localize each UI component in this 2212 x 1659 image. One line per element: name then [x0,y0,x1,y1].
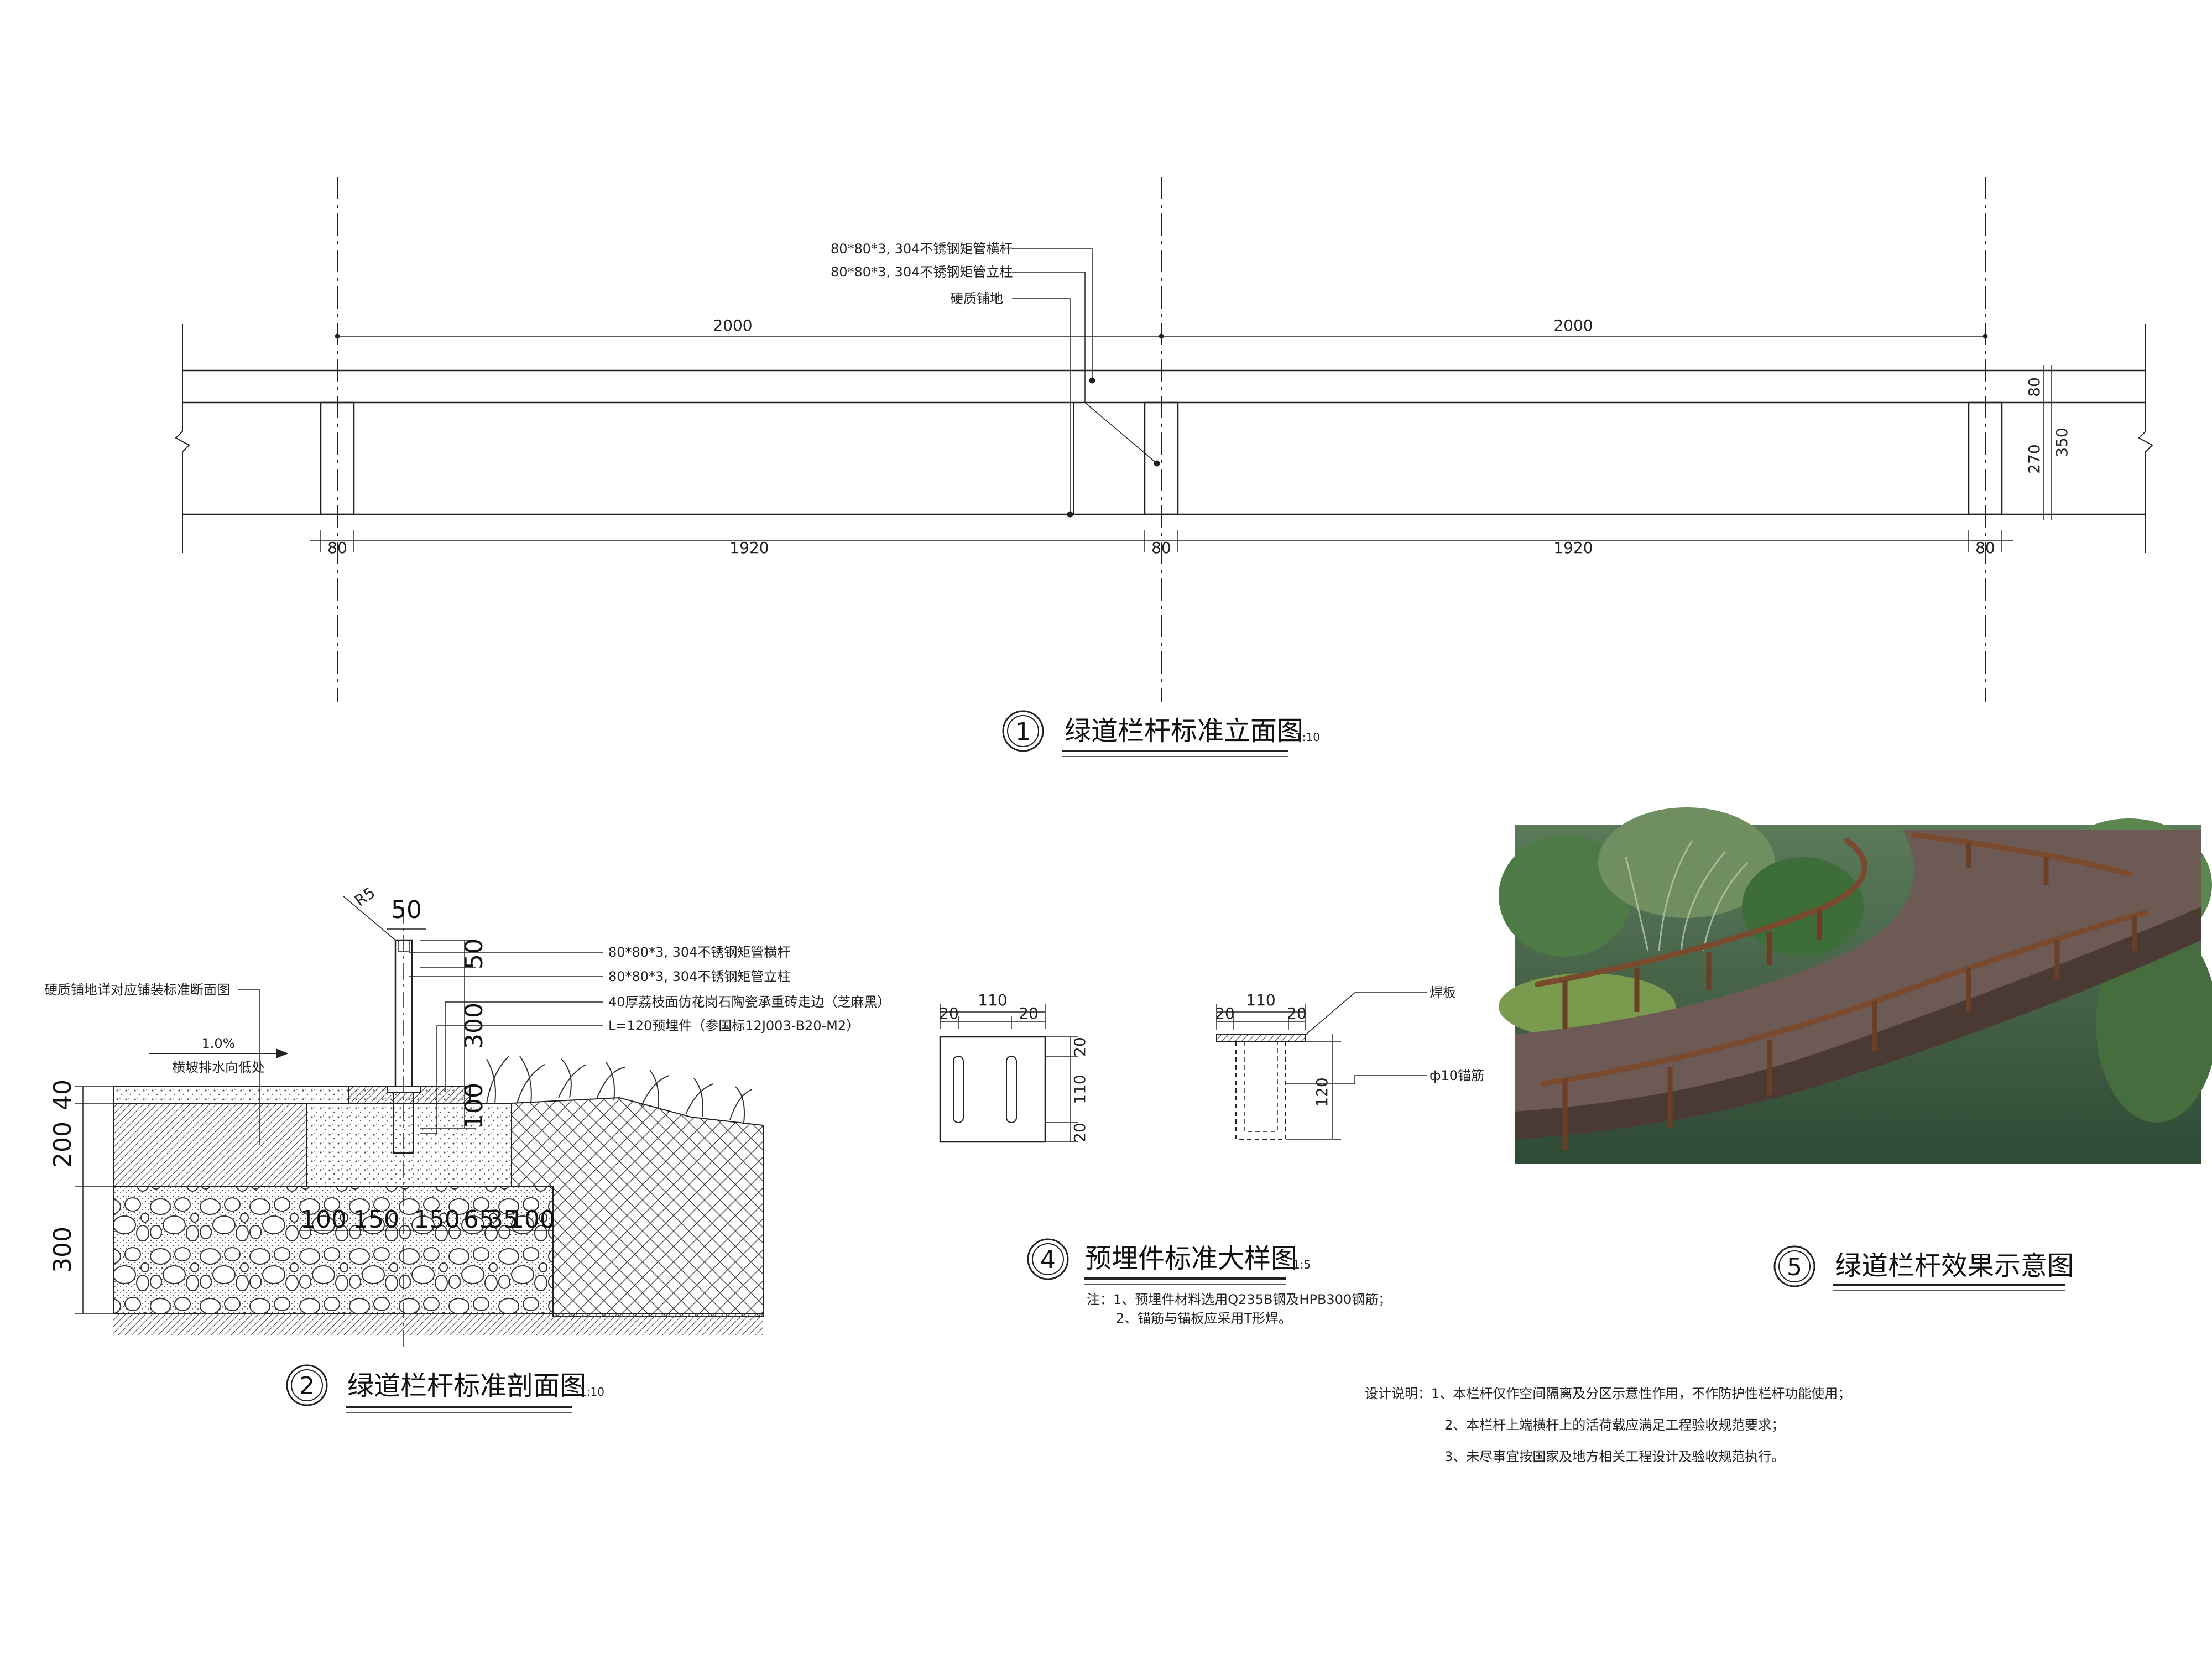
elev-title-number: 1 [1015,718,1031,746]
embed-callout-anchor: ф10锚筋 [1430,1068,1484,1083]
section-slope: 1.0% [202,1036,236,1051]
embed-title-number: 4 [1040,1246,1056,1274]
elevation-texts: 80*80*3, 304不锈钢矩管横杆 80*80*3, 304不锈钢矩管立柱 … [327,241,2071,747]
embed-plan-dim-20b: 20 [1019,1004,1039,1022]
design-note-2: 2、本栏杆上端横杆上的活荷载应满足工程验收规范要求； [1444,1417,1785,1433]
embed-scale: 1:5 [1293,1258,1311,1271]
elev-callout-paving: 硬质铺地 [950,291,1003,306]
section-dim-right-100: 100 [460,1083,488,1129]
elev-callout-rail: 80*80*3, 304不锈钢矩管横杆 [831,241,1013,257]
section-dim-right-50: 50 [460,938,488,969]
embed-plan-dim-20c: 20 [1071,1037,1089,1057]
effect-title: 绿道栏杆效果示意图 [1835,1250,2074,1281]
elev-title: 绿道栏杆标准立面图 [1065,716,1303,747]
effect-texts: 5 绿道栏杆效果示意图 [1787,1250,2074,1281]
elev-dim-bottom-4: 1920 [1553,539,1593,557]
elev-dim-right-3: 350 [2053,427,2071,457]
design-note-1: 设计说明：1、本栏杆仅作空间隔离及分区示意性作用，不作防护性栏杆功能使用； [1365,1386,1851,1401]
section-left-note: 硬质铺地详对应铺装标准断面图 [44,982,230,998]
section-dim-left-40: 40 [49,1079,77,1110]
embed-texts: 110 20 20 20 110 20 110 20 20 120 焊板 ф10… [939,985,1484,1326]
section-texts: R5 50 50 300 100 40 200 300 100 150 150 … [44,883,891,1401]
elev-dim-right-1: 80 [2025,377,2043,397]
section-title-number: 2 [299,1372,315,1400]
elev-scale: 1:10 [1295,731,1320,744]
design-notes: 设计说明：1、本栏杆仅作空间隔离及分区示意性作用，不作防护性栏杆功能使用； 2、… [1365,1386,1851,1464]
embed-elev-dim-110: 110 [1246,991,1275,1009]
section-callout-rail: 80*80*3, 304不锈钢矩管横杆 [608,945,790,960]
section-slope-note: 横坡排水向低处 [172,1060,265,1075]
embed-plan-dim-20a: 20 [939,1004,959,1022]
effect-title-number: 5 [1787,1253,1802,1281]
section-scale: 1:10 [580,1385,604,1399]
section-dim-right-300: 300 [460,1003,488,1049]
section-dim-left-200: 200 [49,1121,77,1168]
section-callout-post: 80*80*3, 304不锈钢矩管立柱 [608,969,790,984]
section-title: 绿道栏杆标准剖面图 [347,1370,586,1401]
section-dim-bottom-65: 65 [463,1206,494,1234]
elev-dim-top-2: 2000 [1553,316,1593,335]
elev-dim-bottom-3: 80 [1151,539,1171,557]
embed-title: 预埋件标准大样图 [1085,1243,1297,1274]
elev-dim-bottom-5: 80 [1975,539,1995,557]
section-callout-embed: L=120预埋件（参国标12J003-B20-M2） [608,1018,859,1034]
embed-view [939,992,1427,1285]
embed-plan-dim-20d: 20 [1071,1123,1089,1142]
section-dim-top-50: 50 [391,896,422,924]
section-dim-bottom-150a: 150 [353,1206,399,1234]
elevation-view [175,177,2153,757]
effect-photo [1499,807,2212,1164]
embed-note-1: 注：1、预埋件材料选用Q235B钢及HPB300钢筋； [1087,1292,1391,1307]
elev-dim-bottom-1: 80 [327,539,347,557]
elev-dim-bottom-2: 1920 [729,539,769,557]
section-callout-edging: 40厚荔枝面仿花岗石陶瓷承重砖走边（芝麻黑） [608,994,891,1010]
embed-elev-dim-20a: 20 [1215,1004,1235,1022]
embed-callout-plate: 焊板 [1430,985,1456,1000]
effect-title-block [1773,1245,2065,1291]
embed-elev-dim-20b: 20 [1287,1004,1307,1022]
elev-callout-post: 80*80*3, 304不锈钢矩管立柱 [831,264,1013,280]
embed-plan-dim-110: 110 [978,991,1007,1009]
section-dim-bottom-35: 35 [488,1206,519,1234]
section-dim-bottom-100b: 100 [509,1206,555,1234]
design-note-3: 3、未尽事宜按国家及地方相关工程设计及验收规范执行。 [1444,1449,1785,1464]
section-dim-bottom-100: 100 [300,1206,347,1234]
embed-plan-dim-110v: 110 [1071,1074,1089,1104]
section-dim-bottom-150b: 150 [414,1206,460,1234]
section-dim-left-300: 300 [49,1227,77,1273]
embed-elev-dim-120: 120 [1313,1077,1331,1107]
section-view [75,895,764,1413]
elev-dim-top-1: 2000 [713,316,752,335]
embed-note-2: 2、锚筋与锚板应采用T形焊。 [1116,1311,1292,1326]
elev-dim-right-2: 270 [2025,444,2043,473]
